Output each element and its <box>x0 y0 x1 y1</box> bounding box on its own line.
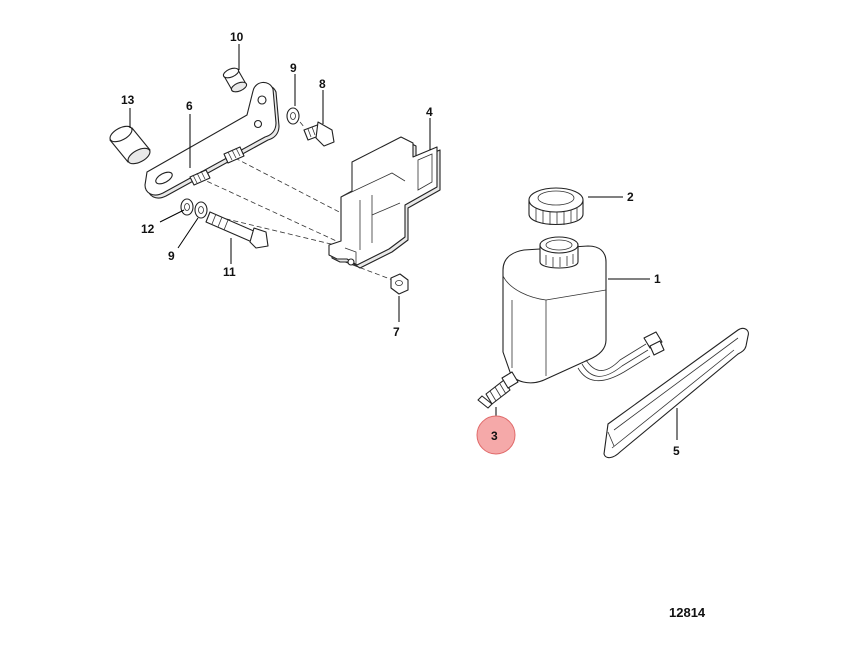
figure-number: 12814 <box>669 605 706 620</box>
callout-11[interactable]: 11 <box>223 265 236 279</box>
callout-8[interactable]: 8 <box>319 77 326 91</box>
part-2-cap[interactable] <box>528 187 584 226</box>
part-12-washer[interactable] <box>180 198 194 216</box>
part-1-reservoir[interactable] <box>502 236 607 384</box>
callout-6[interactable]: 6 <box>186 99 193 113</box>
leader-lines <box>129 44 678 440</box>
part-3-fitting[interactable] <box>477 371 519 409</box>
highlighted-part-marker[interactable] <box>476 415 516 455</box>
callout-12[interactable]: 12 <box>141 222 155 236</box>
callout-13[interactable]: 13 <box>121 93 135 107</box>
part-4-bracket[interactable] <box>328 136 441 269</box>
callout-9-upper[interactable]: 9 <box>290 61 297 75</box>
callout-labels: 1 2 3 4 5 6 7 8 9 9 10 11 12 13 <box>121 30 680 458</box>
part-9-washer-upper[interactable] <box>286 107 300 125</box>
callout-7[interactable]: 7 <box>393 325 400 339</box>
part-8-bolt[interactable] <box>303 121 335 147</box>
part-11-long-bolt[interactable] <box>205 211 269 249</box>
callout-1[interactable]: 1 <box>654 272 661 286</box>
assembly-dashed-lines <box>199 121 399 283</box>
callout-10[interactable]: 10 <box>230 30 244 44</box>
callout-9-lower[interactable]: 9 <box>168 249 175 263</box>
part-9-washer-lower[interactable] <box>194 201 208 219</box>
callout-5[interactable]: 5 <box>673 444 680 458</box>
callout-3[interactable]: 3 <box>491 429 498 443</box>
part-5-strap[interactable] <box>603 327 749 459</box>
wire-harness <box>577 331 665 381</box>
part-10-spacer[interactable] <box>222 66 248 93</box>
part-6-mounting-plate[interactable] <box>144 81 280 199</box>
studs <box>189 146 245 186</box>
part-7-nut[interactable] <box>390 273 409 295</box>
part-13-spacer[interactable] <box>108 123 153 167</box>
callout-2[interactable]: 2 <box>627 190 634 204</box>
callout-4[interactable]: 4 <box>426 105 433 119</box>
